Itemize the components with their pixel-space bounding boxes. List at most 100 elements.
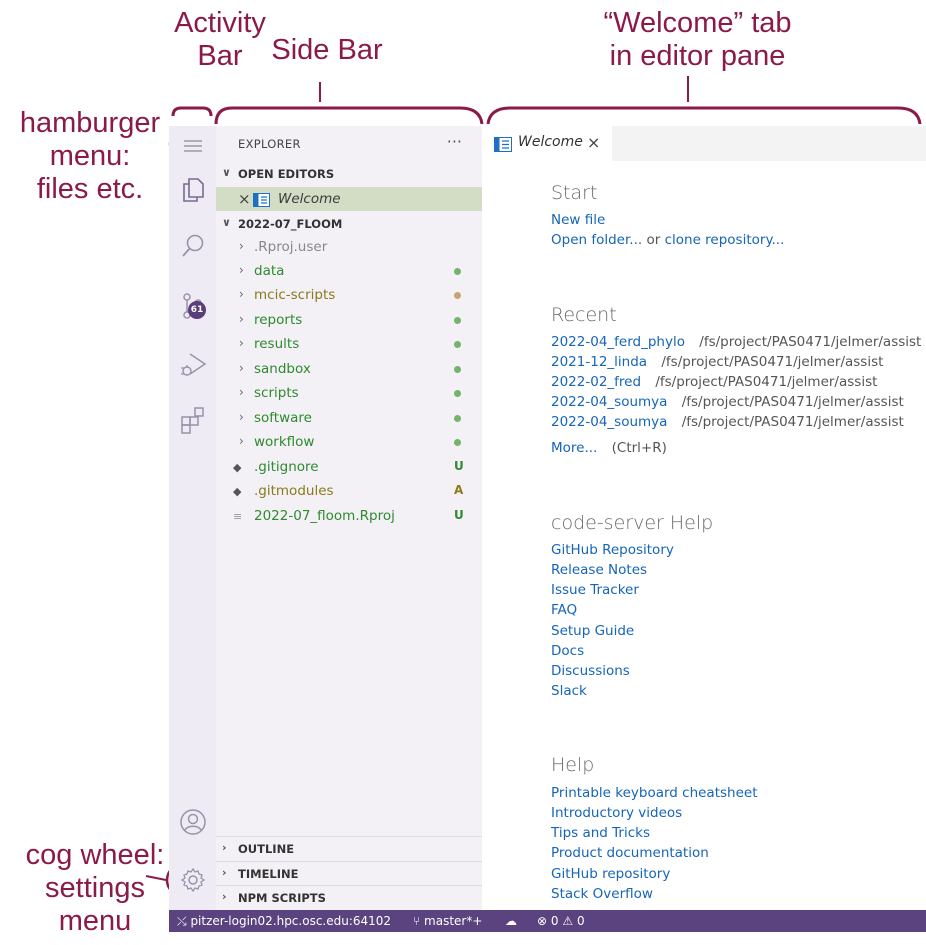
annotation-line: settings — [45, 872, 145, 904]
outline-section[interactable]: › OUTLINE — [216, 836, 482, 861]
sync-cloud-icon[interactable]: ☁ — [505, 914, 517, 928]
help-link-issue-tracker[interactable]: Issue Tracker — [551, 582, 639, 598]
files-icon — [182, 178, 204, 202]
text-file-icon: ≡ — [233, 510, 243, 523]
gear-icon — [180, 867, 205, 893]
clone-repository-link[interactable]: clone repository... — [664, 232, 785, 248]
annotation-line: Activity — [174, 7, 266, 39]
hamburger-menu-button[interactable] — [169, 126, 216, 166]
help-link-github-repository[interactable]: GitHub repository — [551, 866, 671, 882]
open-editor-item[interactable]: × Welcome — [216, 187, 482, 211]
start-open-row: Open folder... or clone repository... — [551, 232, 784, 248]
annotation-hamburger: hamburger menu: files etc. — [10, 107, 170, 206]
recent-item[interactable]: 2022-04_soumya /fs/project/PAS0471/jelme… — [551, 414, 904, 430]
remote-icon: ⤯ — [177, 914, 187, 928]
run-debug-icon — [180, 353, 206, 376]
welcome-page-icon — [494, 137, 512, 152]
extensions-button[interactable] — [169, 400, 216, 440]
recent-item[interactable]: 2022-04_soumya /fs/project/PAS0471/jelme… — [551, 394, 904, 410]
chevron-right-icon: › — [239, 385, 244, 399]
npm-scripts-label: NPM SCRIPTS — [238, 891, 326, 905]
timeline-label: TIMELINE — [238, 867, 299, 881]
remote-indicator[interactable]: ⤯ pitzer-login02.hpc.osc.edu:64102 — [177, 914, 391, 929]
tree-item-folder[interactable]: › workflow — [216, 430, 482, 454]
open-folder-link[interactable]: Open folder... — [551, 232, 643, 248]
run-debug-button[interactable] — [169, 344, 216, 384]
accounts-button[interactable] — [169, 802, 216, 842]
annotation-activity-bar: Activity Bar — [165, 7, 275, 73]
chevron-right-icon: › — [222, 841, 227, 854]
source-control-badge: 61 — [188, 301, 206, 319]
tree-item-folder[interactable]: › reports — [216, 308, 482, 332]
tree-item-label: .Rproj.user — [254, 239, 328, 255]
account-icon — [179, 809, 206, 835]
source-control-button[interactable]: 61 — [169, 286, 216, 326]
npm-scripts-section[interactable]: › NPM SCRIPTS — [216, 885, 482, 910]
help-link-slack[interactable]: Slack — [551, 683, 587, 699]
explorer-button[interactable] — [169, 170, 216, 210]
branch-indicator[interactable]: ⑂ master*+ — [413, 914, 482, 928]
recent-item[interactable]: 2022-04_ferd_phylo /fs/project/PAS0471/j… — [551, 334, 921, 350]
problems-indicator[interactable]: ⊗ 0 ⚠ 0 — [537, 914, 585, 928]
recent-item[interactable]: 2022-02_fred /fs/project/PAS0471/jelmer/… — [551, 374, 877, 390]
help-link-introductory-videos[interactable]: Introductory videos — [551, 805, 683, 821]
more-actions-button[interactable]: ··· — [446, 132, 462, 151]
close-icon[interactable]: × — [238, 190, 251, 208]
hamburger-icon — [183, 140, 202, 152]
tree-item-label: results — [254, 336, 300, 352]
help-link-stack-overflow[interactable]: Stack Overflow — [551, 886, 653, 902]
new-file-link[interactable]: New file — [551, 212, 606, 228]
tree-item-file[interactable]: ≡ 2022-07_floom.Rproj U — [216, 504, 482, 528]
annotation-line: Bar — [197, 40, 243, 72]
recent-item-name: 2022-02_fred — [551, 374, 642, 390]
help-link-setup-guide[interactable]: Setup Guide — [551, 623, 635, 639]
help-link-product-documentation[interactable]: Product documentation — [551, 845, 709, 861]
git-status-dot — [454, 268, 461, 275]
close-icon[interactable]: × — [587, 133, 601, 152]
explorer-title: EXPLORER — [238, 137, 301, 151]
help-link-faq[interactable]: FAQ — [551, 602, 578, 618]
recent-item[interactable]: 2021-12_linda /fs/project/PAS0471/jelmer… — [551, 354, 883, 370]
folder-section[interactable]: ∨ 2022-07_FLOOM — [216, 212, 482, 236]
tree-item-folder[interactable]: › sandbox — [216, 357, 482, 381]
tree-item-file[interactable]: ◆ .gitignore U — [216, 455, 482, 479]
recent-item-name: 2022-04_ferd_phylo — [551, 334, 685, 350]
chevron-right-icon: › — [239, 239, 244, 253]
search-button[interactable] — [169, 226, 216, 266]
cog-pointer — [145, 875, 167, 881]
help-link-keyboard-cheatsheet[interactable]: Printable keyboard cheatsheet — [551, 785, 758, 801]
chevron-right-icon: › — [239, 361, 244, 375]
tree-item-file[interactable]: ◆ .gitmodules A — [216, 479, 482, 503]
recent-item-name: 2022-04_soumya — [551, 414, 668, 430]
help-heading: Help — [551, 754, 595, 776]
open-editors-section[interactable]: ∨ OPEN EDITORS — [216, 162, 482, 186]
help-link-discussions[interactable]: Discussions — [551, 663, 630, 679]
tree-item-folder[interactable]: › results — [216, 332, 482, 356]
start-heading: Start — [551, 182, 598, 204]
tree-item-folder[interactable]: › scripts — [216, 381, 482, 405]
recent-item-path: /fs/project/PAS0471/jelmer/assist — [655, 374, 878, 390]
help-link-release-notes[interactable]: Release Notes — [551, 562, 648, 578]
help-link-tips-and-tricks[interactable]: Tips and Tricks — [551, 825, 651, 841]
error-count: 0 — [550, 914, 559, 928]
git-status-label: A — [454, 483, 464, 497]
error-icon: ⊗ — [537, 914, 548, 928]
more-recent-link[interactable]: More... — [551, 440, 598, 456]
help-link-docs[interactable]: Docs — [551, 643, 585, 659]
warning-icon: ⚠ — [562, 914, 574, 928]
code-server-help-heading: code-server Help — [551, 512, 714, 534]
tab-welcome[interactable]: Welcome × — [482, 126, 612, 161]
timeline-section[interactable]: › TIMELINE — [216, 861, 482, 886]
chevron-right-icon: › — [239, 434, 244, 448]
chevron-right-icon: › — [239, 312, 244, 326]
chevron-right-icon: › — [239, 263, 244, 277]
annotation-line: “Welcome” tab — [603, 7, 792, 39]
open-editors-label: OPEN EDITORS — [238, 167, 335, 181]
settings-button[interactable] — [169, 860, 216, 900]
tree-item-folder[interactable]: › .Rproj.user — [216, 235, 482, 259]
git-status-label: U — [454, 508, 464, 522]
tree-item-folder[interactable]: › mcic-scripts — [216, 283, 482, 307]
tree-item-folder[interactable]: › software — [216, 406, 482, 430]
tree-item-folder[interactable]: › data — [216, 259, 482, 283]
help-link-github-repository[interactable]: GitHub Repository — [551, 542, 674, 558]
